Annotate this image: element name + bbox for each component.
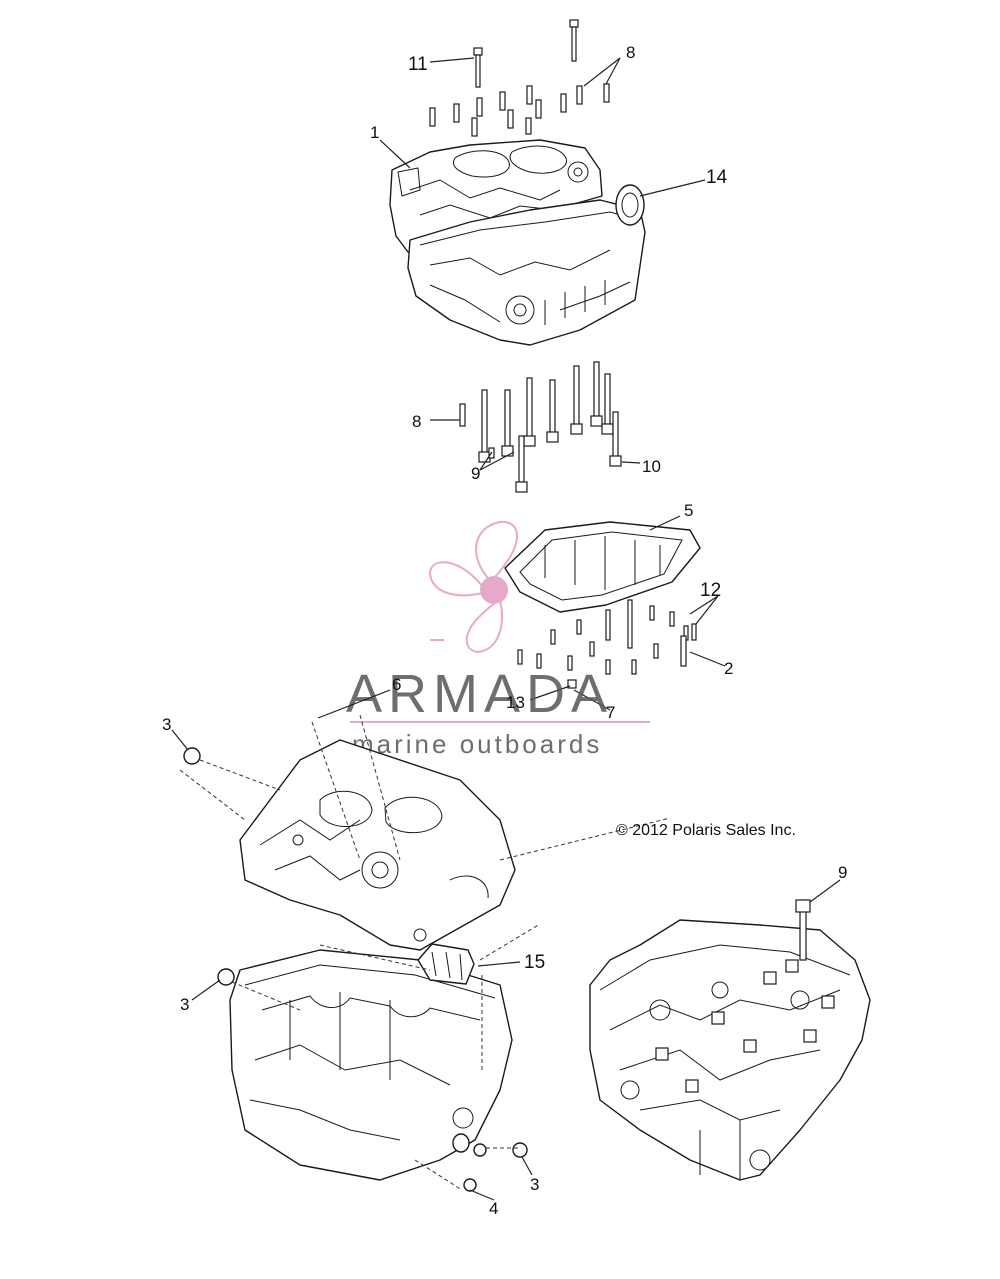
exploded-case-lower-left	[171, 689, 671, 1201]
oil-pan-bolts	[517, 595, 726, 711]
crankcase-upper-half	[389, 139, 603, 253]
callout-9-right: 9	[838, 863, 847, 882]
copyright-notice: © 2012 Polaris Sales Inc.	[616, 822, 796, 839]
callout-1: 1	[370, 123, 379, 142]
callout-13: 13	[506, 693, 525, 712]
watermark: ARMADA marine outboards	[346, 520, 650, 759]
long-bolt	[569, 19, 579, 62]
assembled-bolts	[655, 899, 835, 1093]
callout-14: 14	[706, 167, 728, 188]
bearing-insert-15	[417, 943, 475, 985]
case-bolt-set	[430, 361, 641, 493]
plugs-3	[183, 747, 528, 1158]
oil-seal-14	[615, 184, 645, 226]
bolt-11	[473, 47, 483, 88]
propeller-icon	[428, 520, 519, 654]
callout-8-lower: 8	[412, 412, 421, 431]
upper-bolts	[429, 19, 610, 137]
crankcase-upper-assembly	[379, 19, 706, 346]
callout-10: 10	[642, 457, 661, 476]
bolt-column	[478, 361, 622, 493]
drain-plug-4	[452, 1133, 487, 1192]
callout-8-upper: 8	[626, 43, 635, 62]
callout-3-top: 3	[162, 715, 171, 734]
callout-labels: 11 8 1 14 8 10 9 5 12 2 6 13 7 3 9 15 3 …	[162, 43, 847, 1218]
dowel-pins-8	[429, 83, 610, 137]
callout-4: 4	[489, 1199, 498, 1218]
callout-12: 12	[700, 580, 721, 601]
callout-9-upper: 9	[471, 464, 480, 483]
oil-pan-5	[504, 515, 701, 613]
callout-6: 6	[392, 675, 401, 694]
callout-15: 15	[524, 952, 545, 973]
assembled-crankcase-lower-right	[589, 879, 871, 1181]
brand-name: ARMADA	[346, 664, 613, 724]
callout-3-bottom: 3	[530, 1175, 539, 1194]
crankcase-lower-half	[407, 199, 646, 346]
brand-tagline: marine outboards	[352, 729, 602, 759]
callout-11: 11	[408, 54, 428, 75]
callout-3-left: 3	[180, 995, 189, 1014]
callout-5: 5	[684, 501, 693, 520]
callout-7: 7	[606, 703, 615, 722]
callout-2: 2	[724, 659, 733, 678]
